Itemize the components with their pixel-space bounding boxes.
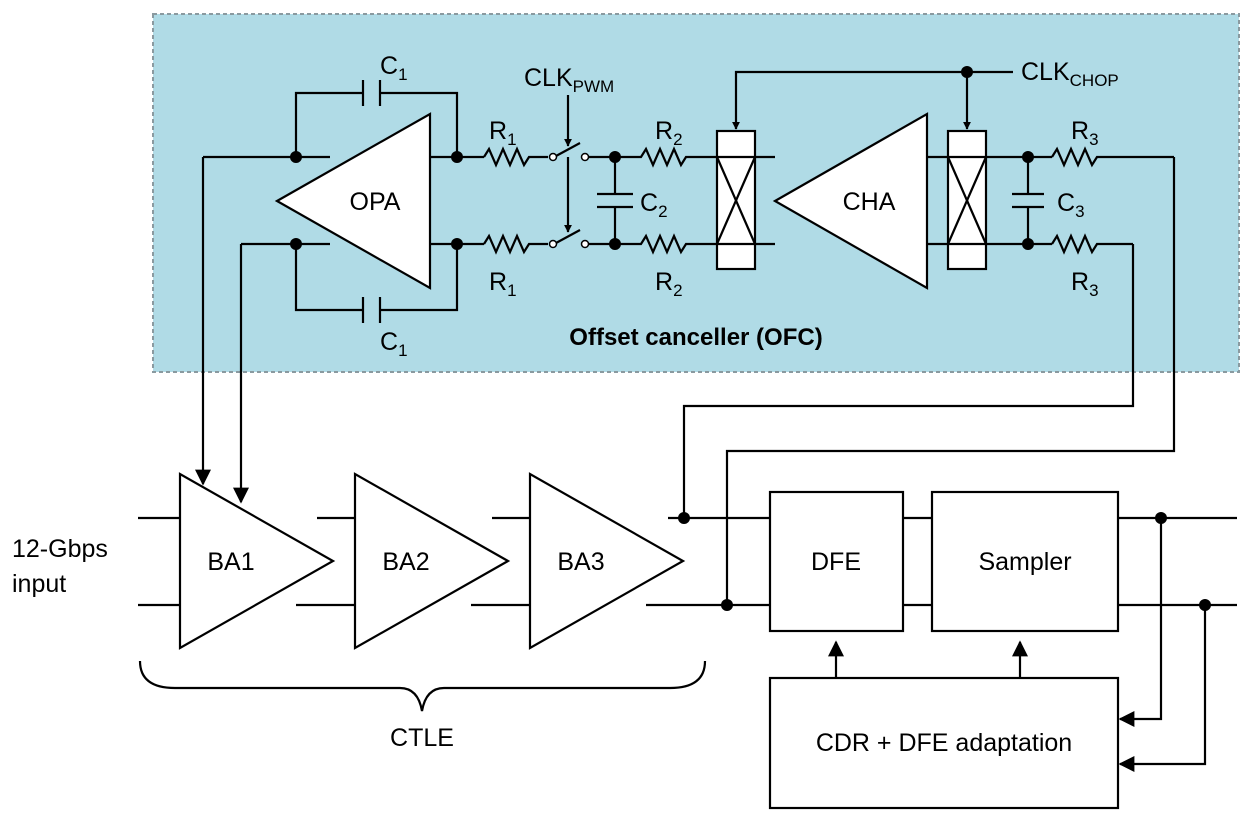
ba3-label: BA3 <box>557 548 604 576</box>
ba1-amplifier <box>178 472 336 650</box>
node-dot <box>290 238 302 250</box>
r1-top-resistor <box>483 146 548 168</box>
c2-label: C2 <box>640 189 668 221</box>
ba3-amplifier <box>528 472 686 650</box>
r3-top-resistor <box>1051 146 1174 168</box>
cdr-dfe-adaptation-block <box>768 676 1120 810</box>
ofc-title: Offset canceller (OFC) <box>569 324 822 351</box>
feedback-wire-top <box>725 157 1176 606</box>
node-dot <box>451 151 463 163</box>
clk-chop-routing <box>732 66 1013 130</box>
r2-bottom-label: R2 <box>655 268 683 300</box>
cha-amplifier <box>772 112 929 290</box>
c3-label: C3 <box>1057 189 1085 221</box>
r2-bottom-resistor <box>615 233 717 255</box>
chopper-1 <box>715 129 757 271</box>
opa-label: OPA <box>350 188 401 216</box>
r3-top-label: R3 <box>1071 117 1099 149</box>
c3-capacitor <box>986 151 1052 250</box>
c1-top-label: C1 <box>380 52 408 84</box>
r3-bottom-resistor <box>1051 233 1133 255</box>
node-dot <box>678 512 690 524</box>
node-dot <box>1155 512 1167 524</box>
r2-top-label: R2 <box>655 117 683 149</box>
main-signal-path <box>138 516 1237 607</box>
cdr-label: CDR + DFE adaptation <box>816 729 1072 757</box>
dfe-label: DFE <box>811 548 861 576</box>
r1-top-label: R1 <box>489 117 517 149</box>
r3-bottom-label: R3 <box>1071 268 1099 300</box>
opa-amplifier <box>274 112 432 290</box>
opa-section <box>203 80 484 323</box>
pwm-switches <box>548 95 615 249</box>
sampler-label: Sampler <box>978 548 1071 576</box>
node-dot <box>290 151 302 163</box>
sampler-out-to-cdr-bottom <box>1118 605 1207 772</box>
ctle-label: CTLE <box>390 724 454 752</box>
cha-label: CHA <box>843 188 896 216</box>
dfe-block <box>768 490 905 633</box>
c1-bottom-label: C1 <box>380 328 408 360</box>
ba2-label: BA2 <box>382 548 429 576</box>
node-dot <box>1199 599 1211 611</box>
input-label-line1: 12-Gbps <box>12 535 108 563</box>
feedback-wire-bottom <box>682 244 1135 518</box>
clk-pwm-label: CLKPWM <box>524 64 614 96</box>
ba2-amplifier <box>353 472 511 650</box>
sampler-out-to-cdr-top <box>1118 518 1163 727</box>
r2-top-resistor <box>615 146 717 168</box>
ctle-brace <box>138 660 707 712</box>
node-dot <box>721 599 733 611</box>
r1-bottom-label: R1 <box>489 268 517 300</box>
chopper-2 <box>946 129 988 271</box>
node-dot <box>451 238 463 250</box>
clk-chop-label: CLKCHOP <box>1021 58 1119 90</box>
ba1-label: BA1 <box>207 548 254 576</box>
sampler-block <box>930 490 1120 633</box>
r1-bottom-resistor <box>483 233 548 255</box>
input-label-line2: input <box>12 570 66 598</box>
